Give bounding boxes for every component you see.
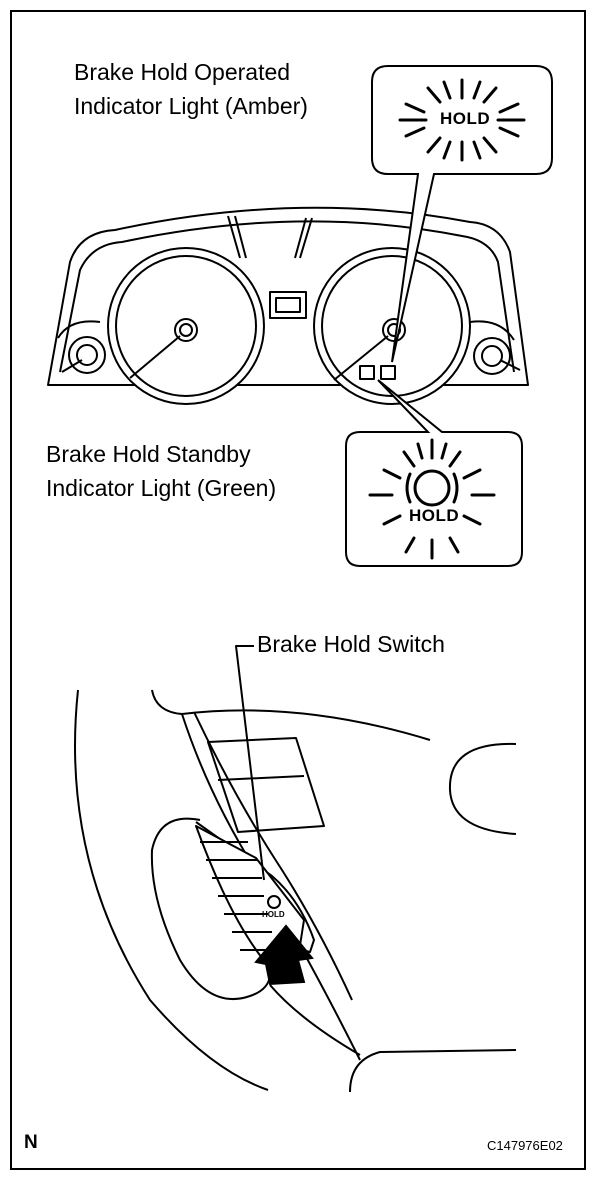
diagram-frame — [10, 10, 586, 1170]
standby-label-line2: Indicator Light (Green) — [46, 475, 277, 501]
operated-hold-text: HOLD — [440, 109, 491, 128]
standby-indicator-square — [359, 365, 375, 380]
north-marker: N — [24, 1132, 38, 1153]
instrument-cluster — [47, 206, 529, 405]
standby-callout — [345, 379, 523, 567]
figure-code: C147976E02 — [487, 1138, 563, 1153]
standby-label-line1: Brake Hold Standby — [46, 441, 251, 467]
brake-hold-standby-icon — [368, 438, 496, 560]
hold-starburst-icon — [398, 78, 526, 162]
operated-label-line1: Brake Hold Operated — [74, 59, 291, 85]
operated-indicator-square — [380, 365, 396, 380]
operated-callout — [371, 65, 553, 363]
switch-label: Brake Hold Switch — [257, 631, 445, 657]
push-arrow-icon — [254, 924, 314, 986]
switch-hold-text: HOLD — [262, 910, 285, 919]
switch-panel-illustration — [74, 645, 517, 1093]
standby-hold-text: HOLD — [409, 506, 460, 525]
operated-label-line2: Indicator Light (Amber) — [74, 93, 308, 119]
switch-hold-icon — [267, 895, 281, 909]
